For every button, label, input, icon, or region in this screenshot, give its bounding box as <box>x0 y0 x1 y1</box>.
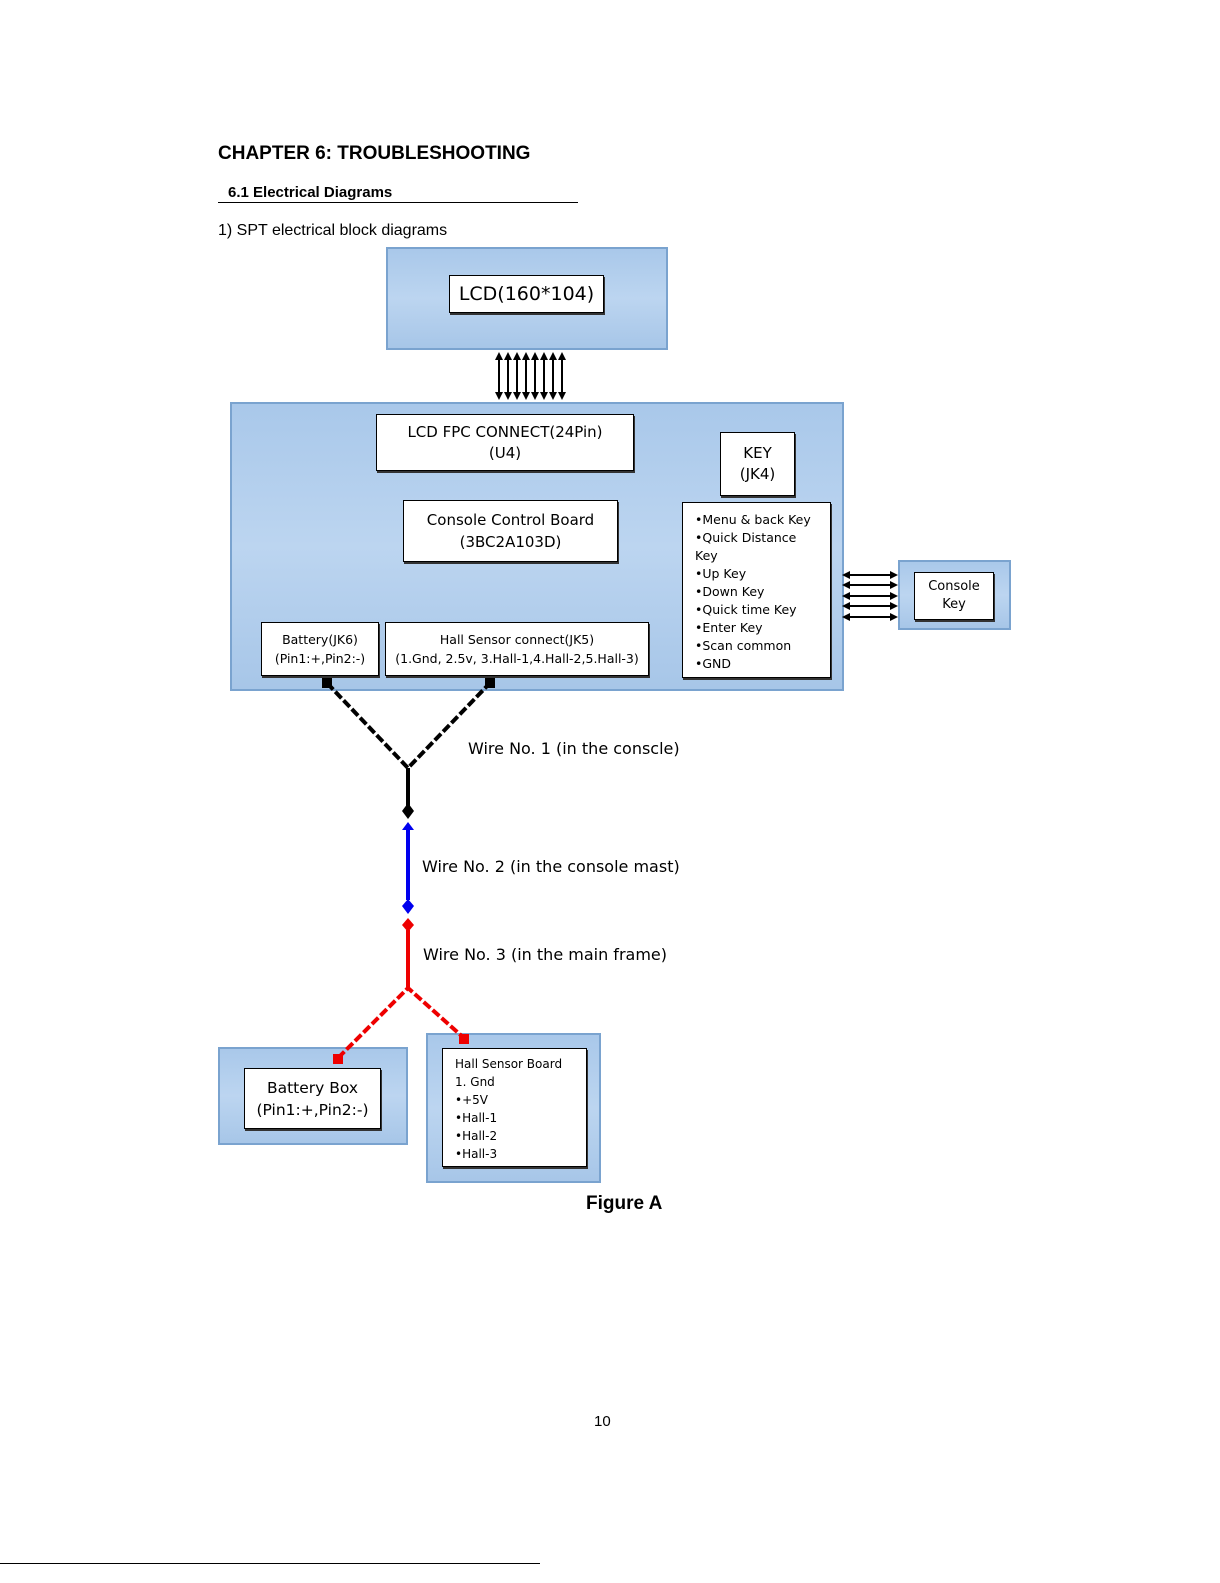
lcd-box: LCD(160*104) <box>449 275 604 313</box>
key-list-item: •Down Key <box>695 584 765 599</box>
key-list-item: •Scan common <box>695 638 792 653</box>
hall-jk5-line2: (1.Gnd, 2.5v, 3.Hall-1,4.Hall-2,5.Hall-3… <box>395 651 639 666</box>
fpc-line1: LCD FPC CONNECT(24Pin) <box>407 422 603 441</box>
key-header-box: KEY (JK4) <box>720 432 795 496</box>
battery-jk6-line1: Battery(JK6) <box>282 632 358 647</box>
hall-jk5-line1: Hall Sensor connect(JK5) <box>439 632 595 647</box>
wire-2 <box>402 822 414 914</box>
console-key-line1: Console <box>928 579 980 594</box>
fpc-line2: (U4) <box>488 443 522 462</box>
key-list-box: •Menu & back Key •Quick Distance Key •Up… <box>682 502 831 678</box>
hall-board-title: Hall Sensor Board <box>455 1057 563 1071</box>
lcd-bus-arrows <box>495 352 566 400</box>
wire-2-label: Wire No. 2 (in the console mast) <box>422 857 680 876</box>
chapter-title: CHAPTER 6: TROUBLESHOOTING <box>218 143 531 164</box>
section-title: 6.1 Electrical Diagrams <box>218 184 578 203</box>
intro-text: 1) SPT electrical block diagrams <box>218 222 448 239</box>
hall-board-item: 1. Gnd <box>455 1075 495 1089</box>
control-board-line1: Console Control Board <box>426 511 595 529</box>
control-board-line2: (3BC2A103D) <box>459 533 562 551</box>
hall-board-item: •Hall-2 <box>455 1129 498 1143</box>
wire-3-label: Wire No. 3 (in the main frame) <box>423 945 667 964</box>
figure-caption: Figure A <box>586 1193 663 1214</box>
key-list-item: •Quick time Key <box>695 602 797 617</box>
fpc-connect-box: LCD FPC CONNECT(24Pin) (U4) <box>376 414 634 471</box>
key-bus-arrows <box>842 571 898 621</box>
console-key-line2: Key <box>942 597 966 612</box>
battery-box: Battery Box (Pin1:+,Pin2:-) <box>244 1068 381 1129</box>
key-header-line2: (JK4) <box>739 465 776 483</box>
footer-rule <box>0 1563 540 1564</box>
wire-3 <box>336 930 466 1060</box>
key-list-item: Key <box>695 548 718 563</box>
key-list-item: •Up Key <box>695 566 747 581</box>
page-number: 10 <box>594 1413 611 1430</box>
hall-board-item: •+5V <box>455 1093 488 1107</box>
battery-jk6-box: Battery(JK6) (Pin1:+,Pin2:-) <box>261 622 379 676</box>
key-list-item: •Enter Key <box>695 620 763 635</box>
console-key-box: Console Key <box>914 572 994 620</box>
key-list-item: •GND <box>695 656 732 671</box>
battery-jk6-line2: (Pin1:+,Pin2:-) <box>274 651 366 666</box>
hall-board-item: •Hall-1 <box>455 1111 498 1125</box>
battery-box-line1: Battery Box <box>266 1078 359 1097</box>
hall-jk5-box: Hall Sensor connect(JK5) (1.Gnd, 2.5v, 3… <box>385 622 649 676</box>
hall-board-box: Hall Sensor Board 1. Gnd •+5V •Hall-1 •H… <box>442 1048 587 1167</box>
battery-box-line2: (Pin1:+,Pin2:-) <box>256 1100 369 1119</box>
key-header-line1: KEY <box>743 444 772 462</box>
hall-board-item: •Hall-3 <box>455 1147 498 1161</box>
lcd-label: LCD(160*104) <box>458 283 595 305</box>
control-board-box: Console Control Board (3BC2A103D) <box>403 500 618 562</box>
wire-1-label: Wire No. 1 (in the conscle) <box>468 739 680 758</box>
wire-1 <box>325 681 492 806</box>
key-list-item: •Menu & back Key <box>695 512 811 527</box>
key-list-item: •Quick Distance <box>695 530 797 545</box>
